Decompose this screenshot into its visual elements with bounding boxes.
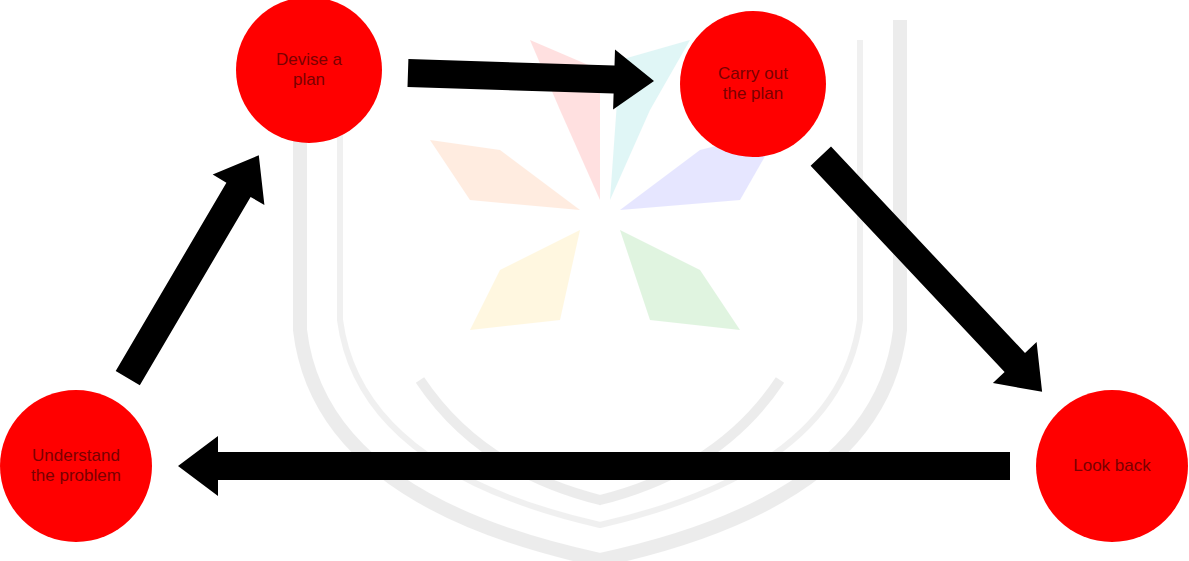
step-circle: Understand the problem — [0, 390, 152, 542]
circle-fill — [236, 0, 382, 143]
step-label: Look back — [1066, 456, 1158, 476]
block-arrow — [408, 50, 655, 110]
circle-fill — [1036, 390, 1188, 542]
circle-fill — [0, 390, 152, 542]
step-label: Carry out the plan — [713, 64, 793, 105]
block-arrow — [178, 436, 1010, 496]
block-arrow — [116, 155, 265, 385]
step-circle: Look back — [1036, 390, 1188, 542]
step-circle: Carry out the plan — [680, 11, 826, 157]
step-label: Understand the problem — [30, 446, 122, 487]
step-circle: Devise a plan — [236, 0, 382, 143]
step-label: Devise a plan — [269, 50, 349, 91]
circle-fill — [680, 11, 826, 157]
block-arrow — [811, 147, 1043, 392]
